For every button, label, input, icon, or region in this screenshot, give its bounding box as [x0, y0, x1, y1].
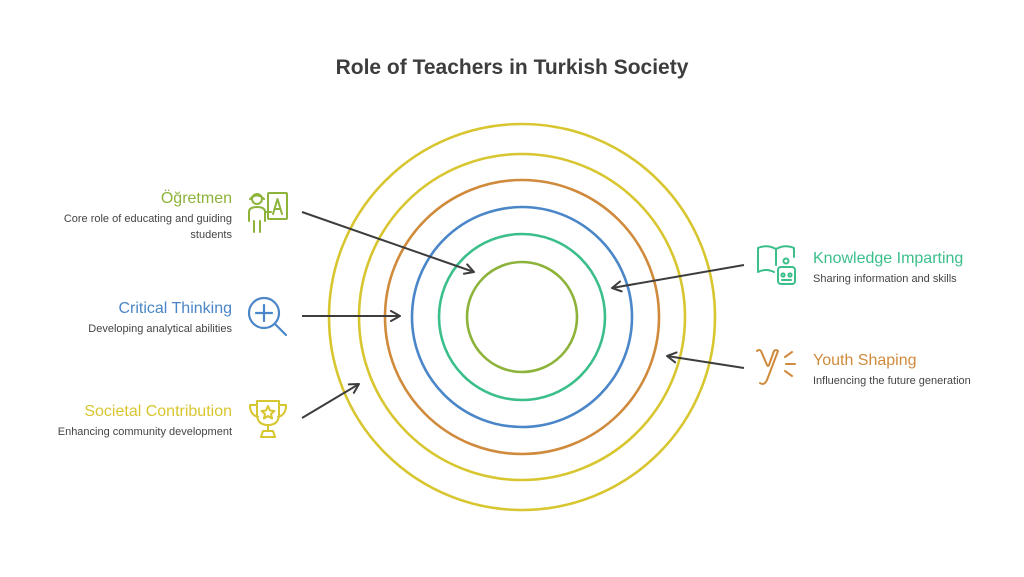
- trophy-star-icon: [246, 397, 290, 441]
- critical-thinking-desc: Developing analytical abilities: [88, 323, 232, 335]
- knowledge-imparting-desc: Sharing information and skills: [813, 273, 957, 285]
- ring-inner: [465, 260, 579, 374]
- page-title: Role of Teachers in Turkish Society: [335, 56, 689, 79]
- critical-thinking-label: Critical Thinking: [118, 300, 232, 317]
- item-ogretmen: Öğretmen Core role of educating and guid…: [40, 189, 232, 243]
- arrow-ogretmen: [301, 211, 475, 275]
- ogretmen-desc: Core role of educating and guiding stude…: [63, 213, 232, 241]
- item-societal-contribution: Societal Contribution Enhancing communit…: [30, 402, 232, 440]
- arrow-knowledge-imparting: [611, 264, 745, 293]
- societal-contribution-desc: Enhancing community development: [57, 426, 232, 438]
- ring-blue: [410, 205, 634, 429]
- item-youth-shaping: Youth Shaping Influencing the future gen…: [813, 351, 1013, 389]
- teacher-board-icon: [245, 190, 289, 234]
- ring-green: [437, 232, 607, 402]
- item-critical-thinking: Critical Thinking Developing analytical …: [40, 299, 232, 337]
- sprout-icon: [754, 346, 798, 390]
- youth-shaping-label: Youth Shaping: [813, 352, 917, 369]
- item-knowledge-imparting: Knowledge Imparting Sharing information …: [813, 249, 1013, 287]
- book-robot-icon: [756, 243, 800, 287]
- ring-second: [357, 152, 687, 482]
- societal-contribution-label: Societal Contribution: [84, 403, 232, 420]
- arrow-youth-shaping: [666, 351, 745, 369]
- ogretmen-label: Öğretmen: [160, 190, 232, 207]
- youth-shaping-desc: Influencing the future generation: [813, 375, 971, 387]
- knowledge-imparting-label: Knowledge Imparting: [813, 250, 964, 267]
- magnifier-plus-icon: [245, 294, 289, 338]
- arrow-societal-contribution: [301, 383, 360, 419]
- ring-orange: [383, 178, 661, 456]
